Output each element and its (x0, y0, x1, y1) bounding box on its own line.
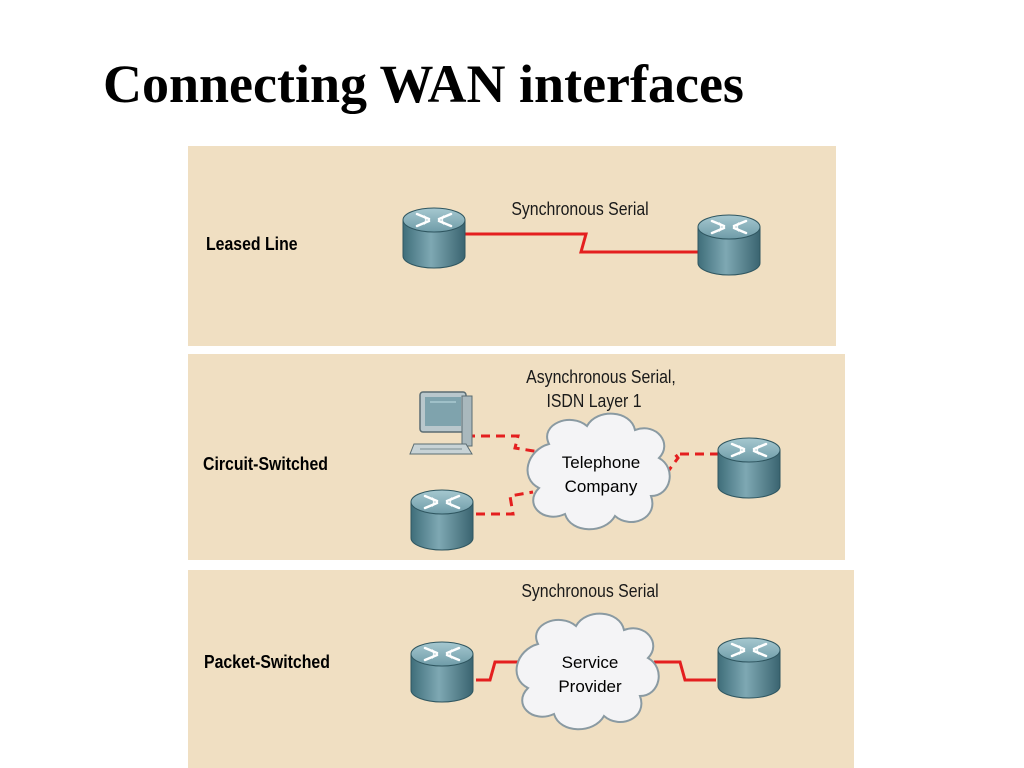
serial-link-left (476, 660, 528, 682)
cloud-label-line2: Provider (558, 677, 622, 696)
dialup-link-router-right (664, 452, 718, 475)
cloud-label-line1: Telephone (562, 453, 640, 472)
router-icon (696, 213, 762, 277)
telephone-company-cloud: Telephone Company (526, 412, 671, 531)
panel-caption-line2: ISDN Layer 1 (546, 391, 642, 411)
circuit-switched-diagram: Telephone Company (409, 391, 782, 552)
leased-line-panel: Leased Line Synchronous Serial (188, 146, 836, 346)
dialup-link-router-left (476, 490, 534, 516)
dialup-link-computer (466, 434, 541, 454)
serial-link-right (654, 660, 716, 682)
panel-caption-synchronous-serial: Synchronous Serial (511, 199, 649, 219)
computer-icon (409, 391, 473, 455)
panel-label-leased-line: Leased Line (206, 234, 298, 254)
leased-line-diagram (401, 206, 762, 277)
router-icon (401, 206, 467, 270)
cloud-label-line2: Company (565, 477, 638, 496)
circuit-switched-panel: Circuit-Switched Asynchronous Serial, IS… (188, 354, 845, 560)
panel-label-packet-switched: Packet-Switched (204, 652, 330, 672)
serial-link (465, 232, 698, 254)
cloud-label-line1: Service (562, 653, 619, 672)
dialup-links (466, 434, 718, 516)
packet-switched-panel: Packet-Switched Synchronous Serial Servi… (188, 570, 854, 768)
slide-title: Connecting WAN interfaces (103, 54, 744, 114)
router-icon (716, 436, 782, 500)
service-provider-cloud: Service Provider (515, 612, 660, 731)
router-icon (409, 640, 475, 704)
panel-caption-synchronous-serial: Synchronous Serial (521, 581, 659, 601)
panel-label-circuit-switched: Circuit-Switched (203, 454, 328, 474)
serial-links (476, 660, 716, 682)
panel-caption-line1: Asynchronous Serial, (526, 367, 676, 387)
router-icon (409, 488, 475, 552)
packet-switched-diagram: Service Provider (409, 612, 782, 731)
router-icon (716, 636, 782, 700)
